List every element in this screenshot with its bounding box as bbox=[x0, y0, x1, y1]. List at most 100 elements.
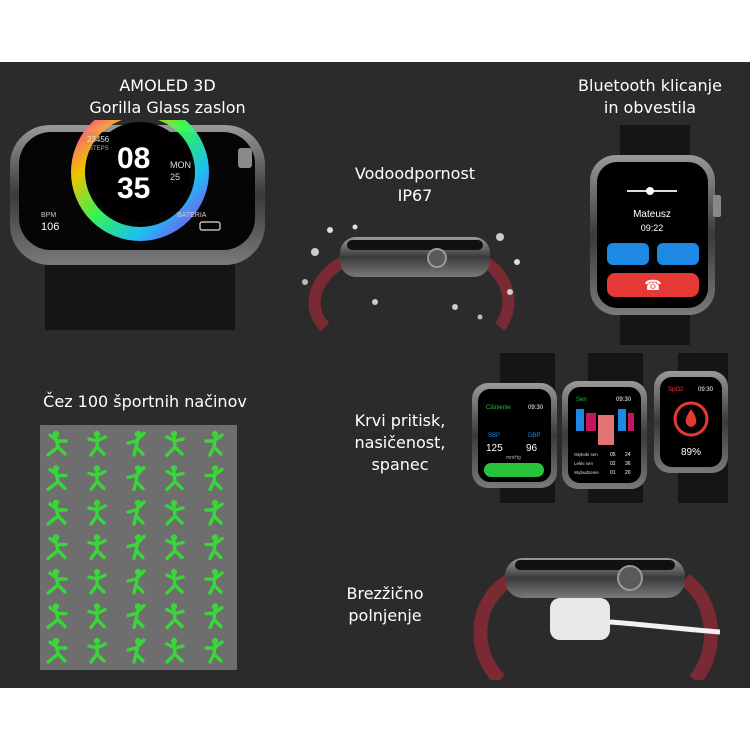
sleep-time: 09:30 bbox=[616, 397, 632, 403]
sleep-row-1-h: 05 bbox=[610, 452, 616, 458]
charging-watch-crown bbox=[617, 565, 643, 591]
volleyball-icon bbox=[46, 637, 68, 664]
sleep-title: Sen bbox=[576, 397, 587, 403]
kick-icon bbox=[165, 465, 185, 492]
stair-icon bbox=[126, 465, 146, 492]
boxing-icon bbox=[165, 603, 185, 630]
sleep-row-2-m: 36 bbox=[625, 461, 631, 467]
health-caption-line3: spanec bbox=[371, 455, 429, 474]
bp-title: Ciśnienie bbox=[486, 405, 511, 411]
sleep-row-2: Lekki sen bbox=[574, 461, 594, 466]
call-caller: Mateusz bbox=[633, 209, 671, 220]
water-caption-line1: Vodoodpornost bbox=[354, 164, 476, 183]
main-watch: 08 35 MON 25 23456 STEPS BPM 106 BATERIA bbox=[10, 120, 265, 330]
hike-icon bbox=[46, 568, 68, 595]
hockey-icon bbox=[204, 603, 224, 630]
watch-crown bbox=[238, 148, 252, 168]
bp-dbp: 96 bbox=[526, 443, 538, 454]
face-bpm: 106 bbox=[41, 221, 59, 233]
display-caption: AMOLED 3D Gorilla Glass zaslon bbox=[60, 75, 275, 119]
charging-caption-line2: polnjenje bbox=[348, 606, 422, 625]
ball-icon bbox=[165, 568, 185, 595]
face-date: 25 bbox=[170, 172, 180, 182]
health-watches: Ciśnienie 09:30 SBP DBP 125 96 mmHg Sen … bbox=[472, 353, 728, 503]
sleep-row-2-h: 02 bbox=[610, 461, 616, 467]
jump-icon bbox=[165, 499, 185, 526]
pushup-icon bbox=[87, 637, 107, 664]
charger-puck bbox=[550, 598, 610, 640]
face-bpm-label: BPM bbox=[41, 212, 56, 219]
weights-icon bbox=[87, 499, 107, 526]
speaker-button bbox=[657, 243, 699, 265]
water-caption-line2: IP67 bbox=[397, 186, 433, 205]
water-caption: Vodoodpornost IP67 bbox=[325, 163, 505, 207]
rowing-icon bbox=[46, 465, 68, 492]
face-steps: 23456 bbox=[87, 135, 110, 144]
skating-icon bbox=[126, 637, 146, 664]
face-steps-label: STEPS bbox=[89, 146, 109, 152]
sleep-row-1: Głęboki sen bbox=[574, 452, 598, 457]
call-watch: Mateusz 09:22 ☎ bbox=[590, 125, 721, 345]
band-right bbox=[481, 256, 515, 331]
charging-caption-line1: Brezžično bbox=[346, 584, 424, 603]
blood-drop-icon bbox=[685, 409, 697, 427]
band-left bbox=[308, 256, 347, 332]
health-caption: Krvi pritisk, nasičenost, spanec bbox=[330, 410, 470, 476]
face-hour: 08 bbox=[117, 142, 150, 175]
golf-icon bbox=[204, 534, 224, 561]
charge-band-left bbox=[473, 573, 514, 680]
yoga-icon bbox=[87, 534, 107, 561]
water-watch bbox=[302, 224, 520, 332]
mute-button bbox=[607, 243, 649, 265]
call-time: 09:22 bbox=[641, 223, 664, 233]
face-inner bbox=[90, 122, 190, 222]
tennis-icon bbox=[204, 430, 224, 457]
charge-band-right bbox=[680, 574, 718, 680]
bp-unit: mmHg bbox=[506, 455, 521, 461]
sports-grid bbox=[40, 425, 237, 670]
walk-icon bbox=[46, 499, 68, 526]
treadmill-icon bbox=[126, 430, 146, 457]
battery-icon bbox=[199, 221, 221, 231]
health-caption-line2: nasičenost, bbox=[354, 433, 446, 452]
karate-icon bbox=[165, 534, 185, 561]
hurdle-icon bbox=[126, 499, 146, 526]
svg-text:☎: ☎ bbox=[644, 277, 661, 293]
sleep-row-3: Wybudzenie bbox=[574, 470, 599, 475]
sports-caption: Čez 100 športnih načinov bbox=[43, 392, 247, 411]
gym-icon bbox=[165, 637, 185, 664]
call-watch-screen bbox=[597, 162, 708, 308]
watch-strap bbox=[45, 260, 235, 330]
spo2-ring bbox=[673, 401, 709, 437]
cycling-icon bbox=[46, 534, 68, 561]
charger-cable bbox=[609, 619, 720, 635]
fencing-icon bbox=[165, 430, 185, 457]
boxing-icon bbox=[87, 430, 107, 457]
runner-icon bbox=[46, 430, 68, 457]
dance-icon bbox=[204, 637, 224, 664]
bp-time: 09:30 bbox=[528, 405, 544, 411]
display-caption-line1: AMOLED 3D bbox=[119, 76, 216, 95]
spo2-time: 09:30 bbox=[698, 387, 714, 393]
decline-button bbox=[607, 273, 699, 297]
bluetooth-caption-line2: in obvestila bbox=[603, 98, 697, 117]
charging-caption: Brezžično polnjenje bbox=[330, 583, 440, 627]
spo2-title: SpO2 bbox=[668, 387, 684, 393]
face-minute: 35 bbox=[117, 172, 150, 205]
golf-swing-icon bbox=[204, 568, 224, 595]
face-weekday: MON bbox=[170, 160, 191, 170]
dance-icon bbox=[126, 603, 146, 630]
stretch-icon bbox=[87, 603, 107, 630]
ski-icon bbox=[126, 568, 146, 595]
display-caption-line2: Gorilla Glass zaslon bbox=[89, 98, 246, 117]
rowing-icon bbox=[87, 568, 107, 595]
sleep-row-1-m: 24 bbox=[625, 452, 631, 458]
sleep-row-3-m: 20 bbox=[625, 470, 631, 476]
face-battery-label: BATERIA bbox=[177, 212, 207, 219]
charging-watch bbox=[473, 558, 720, 680]
soccer-icon bbox=[46, 603, 68, 630]
bp-sbp-label: SBP bbox=[488, 433, 500, 439]
face-ring bbox=[71, 120, 209, 241]
health-caption-line1: Krvi pritisk, bbox=[354, 411, 446, 430]
sleep-row-3-h: 01 bbox=[610, 470, 616, 476]
